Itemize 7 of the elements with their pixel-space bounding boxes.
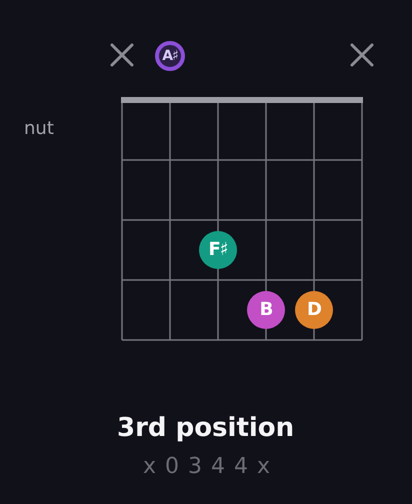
finger-dot: F♯ bbox=[199, 231, 237, 269]
nut-label: nut bbox=[24, 118, 54, 140]
finger-dot: D bbox=[295, 291, 333, 329]
finger-dot: B bbox=[247, 291, 285, 329]
position-caption: 3rd position bbox=[117, 413, 294, 444]
fingering-notation: x 0 3 4 4 x bbox=[143, 454, 270, 480]
open-string-ring: A♯ bbox=[155, 41, 185, 71]
